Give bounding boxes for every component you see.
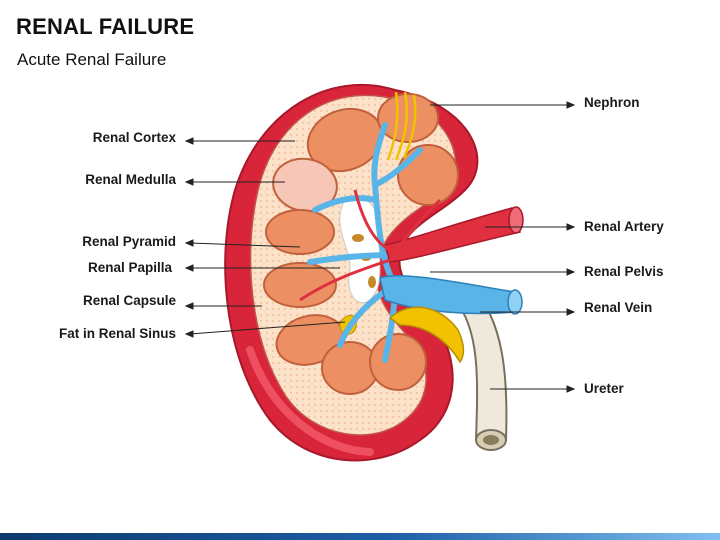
page-subtitle: Acute Renal Failure xyxy=(17,50,167,69)
footer-bar xyxy=(0,533,720,540)
label-renal-cortex: Renal Cortex xyxy=(92,130,176,145)
label-renal-pyramid: Renal Pyramid xyxy=(82,234,176,249)
renal-artery-shape xyxy=(299,189,524,302)
label-renal-capsule: Renal Capsule xyxy=(82,293,176,308)
label-renal-pelvis: Renal Pelvis xyxy=(584,264,664,279)
nephron-shape xyxy=(386,91,417,161)
page-title: RENAL FAILURE xyxy=(16,14,195,39)
label-renal-medulla: Renal Medulla xyxy=(85,172,176,187)
ureter-shape xyxy=(453,283,508,451)
label-renal-vein: Renal Vein xyxy=(584,300,653,315)
label-renal-papilla: Renal Papilla xyxy=(87,260,172,275)
leader-lines xyxy=(184,101,576,393)
fat-shape xyxy=(388,306,465,364)
label-fat-in-renal-sinus: Fat in Renal Sinus xyxy=(58,326,176,341)
label-renal-artery: Renal Artery xyxy=(584,219,664,234)
label-ureter: Ureter xyxy=(584,381,624,396)
label-nephron: Nephron xyxy=(584,95,640,110)
